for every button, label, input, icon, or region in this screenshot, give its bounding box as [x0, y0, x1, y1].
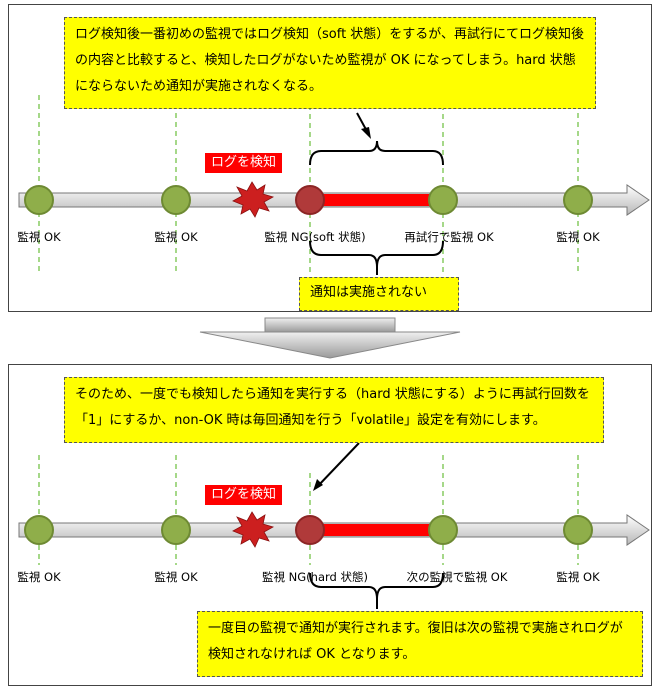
ng-segment	[310, 194, 443, 206]
bottom-result-note: 一度目の監視で通知が実行されます。復旧は次の監視で実施されログが検知されなければ…	[197, 611, 643, 677]
monitor-ok-marker	[563, 515, 593, 545]
monitor-ok-marker	[24, 515, 54, 545]
detect-burst-icon	[232, 511, 275, 548]
top-explanation-note: ログ検知後一番初めの監視ではログ検知（soft 状態）をするが、再試行にてログ検…	[64, 17, 596, 109]
monitor-label: 監視 OK	[17, 230, 61, 244]
top-result-note: 通知は実施されない	[299, 277, 459, 311]
monitor-label: 再試行で監視 OK	[404, 230, 494, 244]
monitor-ok-marker	[161, 515, 191, 545]
monitor-label: 監視 NG(hard 状態)	[262, 570, 368, 584]
monitor-label: 監視 NG(soft 状態)	[264, 230, 366, 244]
down-arrow-icon	[199, 317, 461, 359]
bottom-panel: そのため、一度でも検知したら通知を実行する（hard 状態にする）ように再試行回…	[8, 364, 652, 686]
monitor-ok-marker	[563, 185, 593, 215]
upper-brace	[309, 140, 444, 166]
ng-segment	[310, 524, 443, 536]
monitor-label: 監視 OK	[556, 570, 600, 584]
log-detect-tag: ログを検知	[205, 153, 283, 173]
log-detect-tag: ログを検知	[205, 485, 283, 505]
monitor-ok-marker	[24, 185, 54, 215]
monitor-label: 監視 OK	[556, 230, 600, 244]
monitor-label: 監視 OK	[154, 570, 198, 584]
bottom-timeline	[18, 442, 650, 609]
monitor-ok-marker	[161, 185, 191, 215]
top-timeline	[18, 95, 650, 275]
pointer-arrow	[316, 442, 360, 488]
monitor-label: 監視 OK	[154, 230, 198, 244]
monitor-ng-marker	[295, 515, 325, 545]
monitor-ng-marker	[295, 185, 325, 215]
monitor-ok-marker	[428, 515, 458, 545]
monitor-ok-marker	[428, 185, 458, 215]
detect-burst-icon	[232, 181, 275, 218]
top-panel: ログ検知後一番初めの監視ではログ検知（soft 状態）をするが、再試行にてログ検…	[8, 4, 652, 312]
bottom-explanation-note: そのため、一度でも検知したら通知を実行する（hard 状態にする）ように再試行回…	[64, 377, 604, 443]
monitor-label: 次の監視で監視 OK	[406, 570, 508, 584]
monitor-label: 監視 OK	[17, 570, 61, 584]
